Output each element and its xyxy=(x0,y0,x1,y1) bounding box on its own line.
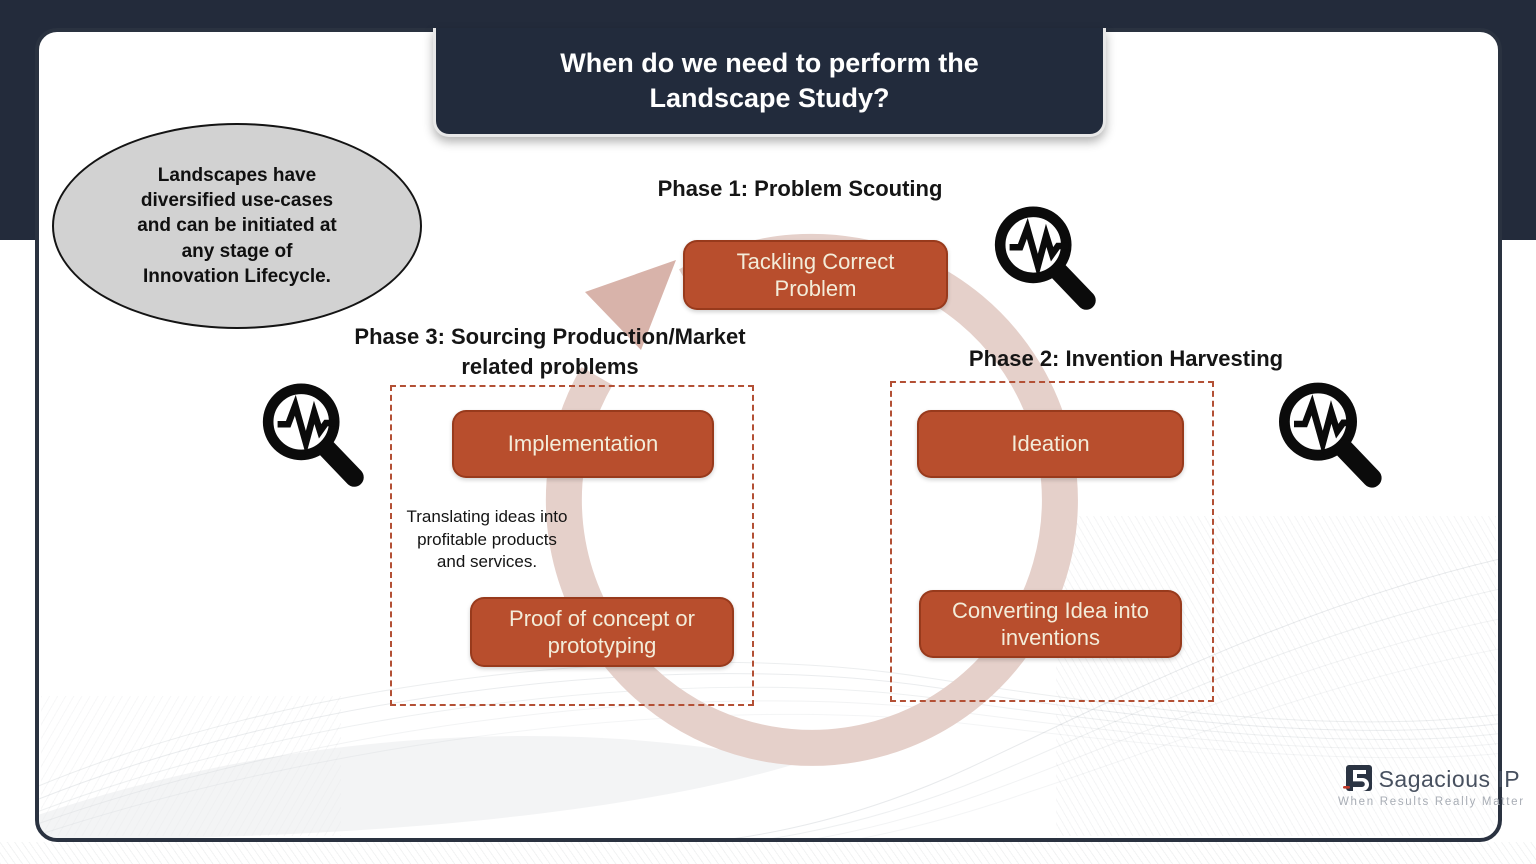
callout-text: Landscapes have diversified use-cases an… xyxy=(137,165,337,287)
brand-tagline: When Results Really Matter xyxy=(1338,796,1525,808)
step-proof-of-concept: Proof of concept or prototyping xyxy=(470,597,734,667)
phase2-heading: Phase 2: Invention Harvesting xyxy=(968,346,1284,371)
step-tackling-correct-problem: Tackling Correct Problem xyxy=(683,240,948,310)
background-waves xyxy=(39,558,1498,838)
slide-title-line2: Landscape Study? xyxy=(649,83,890,113)
phase1-heading: Phase 1: Problem Scouting xyxy=(657,176,943,201)
slide-title: When do we need to perform the Landscape… xyxy=(433,28,1106,137)
magnifier-pulse-icon-phase2 xyxy=(1270,376,1390,496)
callout-ellipse: Landscapes have diversified use-cases an… xyxy=(52,123,422,329)
brand-name: Sagacious IP xyxy=(1378,765,1521,792)
footer-logo: Sagacious IP When Results Really Matter xyxy=(1338,764,1525,808)
sagacious-logo-mark-icon xyxy=(1342,765,1372,791)
step-ideation: Ideation xyxy=(917,410,1184,478)
bottom-texture-strip xyxy=(0,842,1536,864)
magnifier-pulse-icon-phase1 xyxy=(986,200,1104,318)
magnifier-pulse-icon-phase3 xyxy=(254,376,372,496)
phase3-heading: Phase 3: Sourcing Production/Market rela… xyxy=(354,324,746,379)
step-converting-idea: Converting Idea into inventions xyxy=(919,590,1182,658)
slide-title-line1: When do we need to perform the xyxy=(560,47,979,78)
hatch-texture-right xyxy=(1056,516,1496,836)
step-implementation: Implementation xyxy=(452,410,714,478)
phase3-note: Translating ideas into profitable produc… xyxy=(406,507,568,572)
